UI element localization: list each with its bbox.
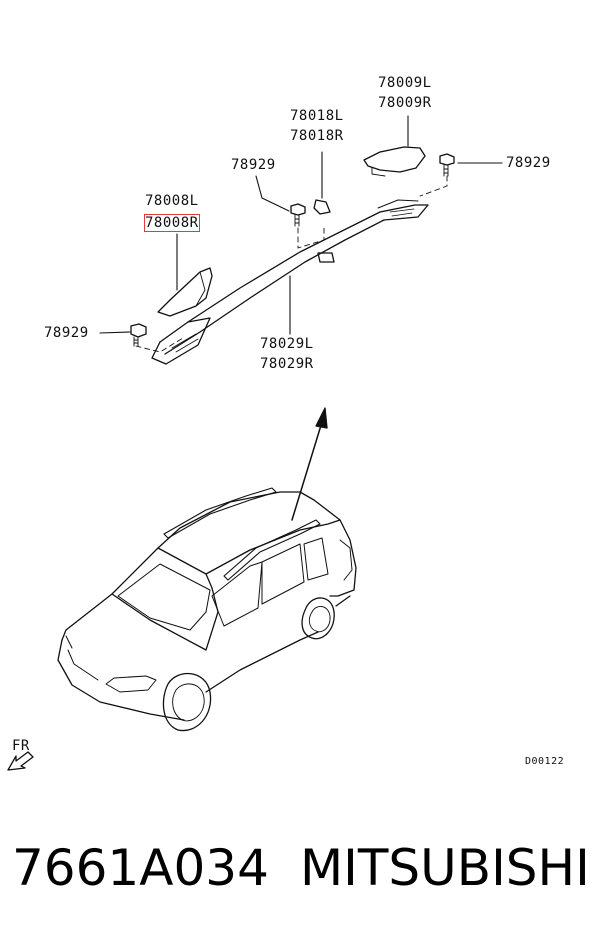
end-cover-78009	[363, 146, 426, 177]
assembly-dashes	[135, 175, 448, 353]
bracket-78018	[313, 199, 335, 263]
pointer-arrow	[291, 407, 328, 521]
end-cover-78008	[157, 267, 213, 317]
screw-78929-mid	[290, 203, 306, 227]
brand-name: MITSUBISHI	[300, 839, 590, 897]
label-78929-right: 78929	[506, 155, 551, 171]
label-78008R-highlighted: 78008R	[144, 214, 200, 232]
diagram-code: D00122	[525, 756, 565, 767]
vehicle-outline	[57, 487, 357, 732]
label-78009L: 78009L	[378, 75, 432, 91]
label-78008L: 78008L	[145, 193, 199, 209]
screw-78929-left	[130, 323, 147, 347]
leader-lines	[99, 115, 503, 335]
label-78018R: 78018R	[290, 128, 344, 144]
label-78029L: 78029L	[260, 336, 314, 352]
screw-78929-right	[439, 153, 455, 177]
label-78029R: 78029R	[260, 356, 314, 372]
part-number: 7661A034	[12, 839, 269, 897]
label-78009R: 78009R	[378, 95, 432, 111]
label-78018L: 78018L	[290, 108, 344, 124]
fr-arrow-icon	[7, 751, 34, 771]
label-78929-left: 78929	[44, 325, 89, 341]
label-78929-mid: 78929	[231, 157, 276, 173]
direction-label: FR	[12, 738, 30, 754]
roof-rail-78029	[151, 199, 429, 365]
